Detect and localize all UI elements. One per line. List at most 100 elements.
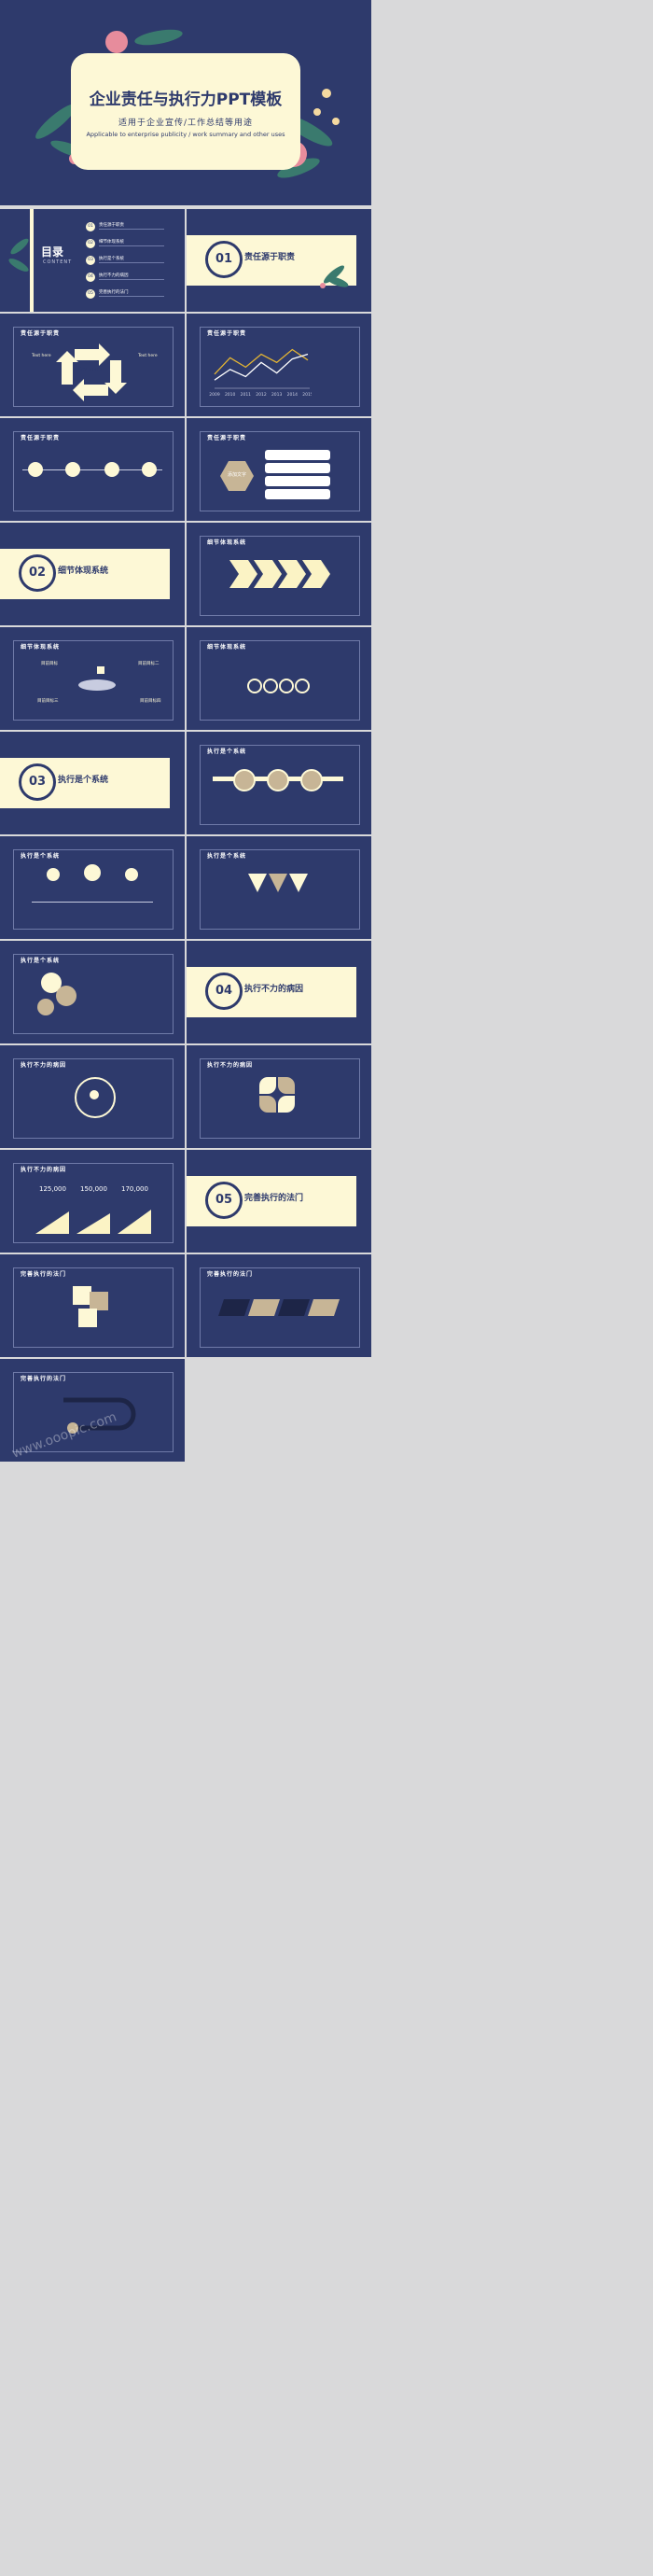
- graduation-cap-icon[interactable]: [142, 462, 157, 477]
- toc-item-line: [99, 245, 164, 246]
- x-tick-label: 2015: [302, 392, 312, 398]
- section-title: 完善执行的法门: [244, 1194, 304, 1203]
- slide-frame: [13, 327, 174, 407]
- toc-item[interactable]: 05 完善执行的法门: [86, 289, 183, 306]
- parallelogram-row: [218, 1299, 340, 1316]
- quadrant-tile: [278, 1077, 295, 1094]
- slide-frame: [200, 1267, 360, 1348]
- toc-item-line: [99, 279, 164, 280]
- slide-title: 执行是个系统: [21, 958, 61, 964]
- triangles-icon: [248, 874, 308, 892]
- section-title: 细节体现系统: [58, 567, 109, 576]
- timeline-line: [22, 469, 162, 470]
- slide-title: 执行不力的病因: [207, 1062, 254, 1069]
- x-tick-label: 2009: [209, 392, 220, 398]
- step-circle: [300, 769, 323, 791]
- key-words-label: Key words: [78, 367, 103, 372]
- slide-frame: [13, 1372, 174, 1452]
- slide-21: 完善执行的法门: [0, 1254, 185, 1357]
- list-pill[interactable]: [265, 489, 330, 499]
- slide-3: 责任源于职责 Key words Text here Text here: [0, 314, 185, 416]
- toc-item-num: 02: [86, 239, 95, 248]
- cover-title: 企业责任与执行力PPT模板: [89, 91, 283, 109]
- list-pill[interactable]: [265, 476, 330, 486]
- toc-item-label: 责任源于职责: [99, 223, 124, 228]
- slide-title: 执行是个系统: [207, 853, 247, 860]
- slide-frame: [13, 640, 174, 721]
- x-tick-label: 2013: [271, 392, 283, 398]
- slide-frame: [200, 327, 360, 407]
- slide-frame: [200, 640, 360, 721]
- x-tick-label: 2012: [256, 392, 267, 398]
- target-disc: [78, 679, 116, 691]
- toc-item[interactable]: 04 执行不力的病因: [86, 273, 183, 289]
- slide-title: 执行是个系统: [207, 749, 247, 755]
- slide-title: 完善执行的法门: [21, 1376, 67, 1382]
- slide-4: 责任源于职责 2009201020112012201320142015: [187, 314, 371, 416]
- slide-18: 执行不力的病因: [187, 1045, 371, 1148]
- toc-item[interactable]: 02 细节体现系统: [86, 239, 183, 256]
- section-number: 01: [205, 241, 243, 278]
- lightbulb-icon[interactable]: [104, 462, 119, 477]
- bubble: [125, 868, 138, 881]
- section-slide-01: 01 责任源于职责: [187, 209, 371, 312]
- slide-frame: [200, 1058, 360, 1139]
- hexagon-shape: [220, 461, 254, 491]
- slide-17: 执行不力的病因: [0, 1045, 185, 1148]
- toc-item-num: 05: [86, 289, 95, 299]
- cover-card: [71, 53, 300, 170]
- target-label: 目前目标三: [37, 699, 59, 704]
- slide-title: 责任源于职责: [21, 435, 61, 441]
- section-slide-05: 05 完善执行的法门: [187, 1150, 371, 1253]
- chain-circles-icon: [247, 679, 310, 693]
- toc-item-num: 03: [86, 256, 95, 265]
- slide-title: 责任源于职责: [207, 435, 247, 441]
- stat-value: 125,000: [39, 1185, 66, 1193]
- section-number: 05: [205, 1182, 243, 1219]
- slide-19: 执行不力的病因 125,000 150,000 170,000: [0, 1150, 185, 1253]
- chevron-arrows-icon: [229, 560, 330, 588]
- gear-icon: [37, 999, 54, 1015]
- toc-item-line: [99, 296, 164, 297]
- stat-value: 150,000: [80, 1185, 107, 1193]
- key-words-left-label: Text here: [32, 354, 51, 358]
- quadrant-tile: [278, 1096, 295, 1113]
- section-slide-03: 03 执行是个系统: [0, 732, 185, 834]
- section-title: 责任源于职责: [244, 253, 296, 262]
- slide-23: 完善执行的法门: [0, 1359, 185, 1462]
- list-pill[interactable]: [265, 463, 330, 473]
- list-pill[interactable]: [265, 450, 330, 460]
- flag-icon: [97, 666, 104, 674]
- leaf-decoration-icon: [8, 238, 29, 272]
- toc-item-line: [99, 229, 164, 230]
- toc-item-line: [99, 262, 164, 263]
- slide-title: 细节体现系统: [207, 644, 247, 651]
- toc-item-label: 执行不力的病因: [99, 273, 129, 278]
- slide-title: 责任源于职责: [21, 330, 61, 337]
- slide-frame: [13, 1058, 174, 1139]
- bubble: [47, 868, 60, 881]
- slide-10: 细节体现系统: [187, 627, 371, 730]
- block-tile: [78, 1309, 97, 1327]
- slide-title: 执行不力的病因: [21, 1062, 67, 1069]
- mail-icon[interactable]: [65, 462, 80, 477]
- series-line-0: [214, 348, 309, 375]
- x-tick-label: 2010: [225, 392, 236, 398]
- section-slide-02: 02 细节体现系统: [0, 523, 185, 625]
- target-label: 目前目标四: [140, 699, 161, 704]
- section-title: 执行是个系统: [58, 776, 109, 785]
- toc-item[interactable]: 03 执行是个系统: [86, 256, 183, 273]
- user-icon: [90, 1090, 99, 1099]
- toc-item-num: 01: [86, 222, 95, 231]
- slide-8: 细节体现系统: [187, 523, 371, 625]
- slide-12: 执行是个系统: [187, 732, 371, 834]
- slide-frame: [200, 745, 360, 825]
- slide-title: 责任源于职责: [207, 330, 247, 337]
- slide-13: 执行是个系统: [0, 836, 185, 939]
- x-tick-label: 2014: [287, 392, 299, 398]
- toc-item[interactable]: 01 责任源于职责: [86, 222, 183, 239]
- toc-title-en: CONTENT: [43, 259, 73, 265]
- share-icon[interactable]: [28, 462, 43, 477]
- slide-title: 细节体现系统: [207, 539, 247, 546]
- slide-22: 完善执行的法门: [187, 1254, 371, 1357]
